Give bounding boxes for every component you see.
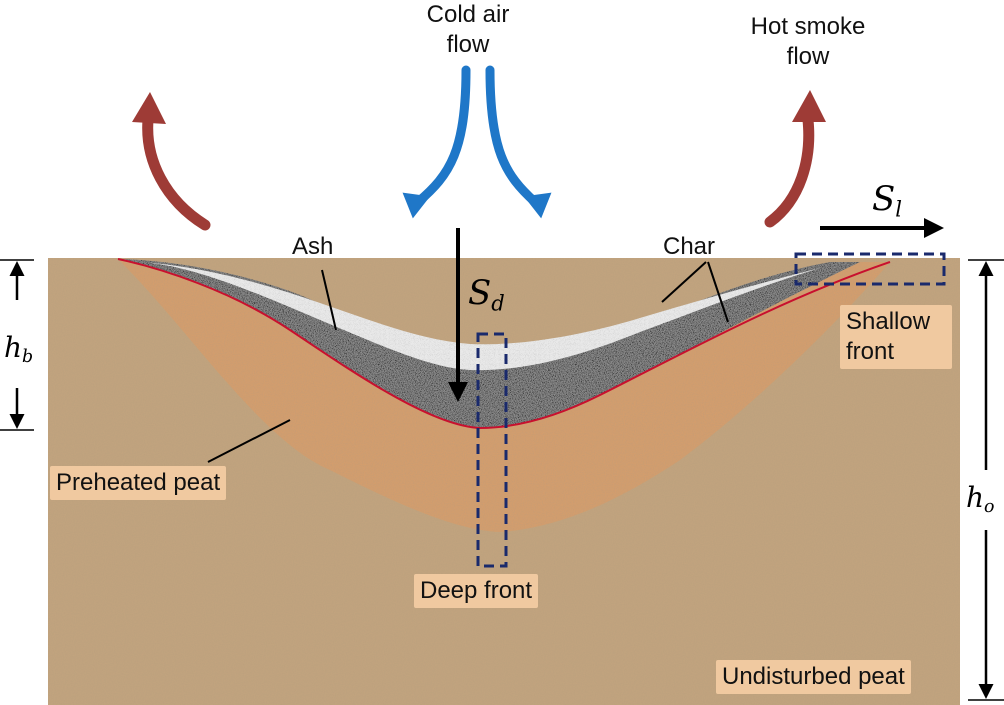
deep-spread-rate-symbol: Sd <box>468 273 505 316</box>
deep-front-dashed-box <box>476 332 508 568</box>
preheated-peat-pointer-line <box>207 419 291 463</box>
shallow-front-dashed-box <box>794 252 946 286</box>
deep-front-label: Deep front <box>414 574 539 608</box>
preheated-peat-layer <box>118 259 890 532</box>
lateral-spread-rate-symbol: Sl <box>872 179 903 222</box>
char-label: Char <box>663 233 716 260</box>
ash-layer <box>140 262 820 371</box>
ash-label: Ash <box>292 233 334 260</box>
combustion-front-line <box>117 258 891 430</box>
preheated-peat-label: Preheated peat <box>50 466 227 500</box>
peat-depth-dimension <box>968 259 1004 701</box>
ash-pointer-line <box>321 269 337 331</box>
char-pointer-line-1 <box>661 261 707 303</box>
burn-depth-symbol: hb <box>4 331 34 368</box>
char-pointer-line-2 <box>707 261 729 323</box>
cold-air-flow-arrows <box>402 65 552 219</box>
burn-depth-dimension <box>0 259 34 431</box>
cold-air-flow-label: Cold air flow <box>426 1 510 58</box>
undisturbed-peat-label: Undisturbed peat <box>716 660 911 694</box>
peat-depth-symbol: ho <box>966 481 995 518</box>
hot-smoke-flow-arrows <box>132 90 826 231</box>
shallow-front-label: Shallow front <box>840 305 952 369</box>
hot-smoke-flow-label: Hot smoke flow <box>750 13 866 70</box>
